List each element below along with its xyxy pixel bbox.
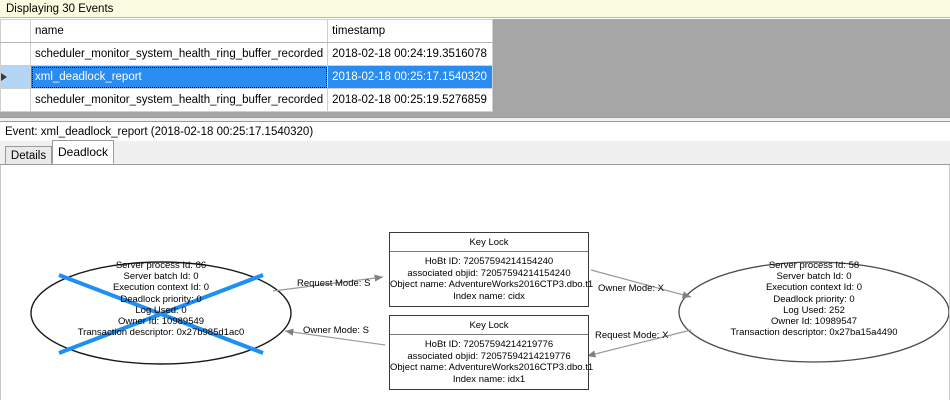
table-row-selected[interactable]: xml_deadlock_report 2018-02-18 00:25:17.… (0, 65, 494, 89)
status-banner: Displaying 30 Events (0, 0, 950, 18)
row-selector-cell[interactable] (0, 65, 31, 89)
cell-timestamp[interactable]: 2018-02-18 00:24:19.3516078 (327, 42, 494, 66)
edge-request-x-line[interactable] (586, 329, 692, 358)
row-selector-cell[interactable] (0, 42, 31, 66)
cell-name[interactable]: xml_deadlock_report (29, 65, 329, 89)
edge-owner-s-label: Owner Mode: S (303, 325, 369, 336)
event-detail-header-label: Event: xml_deadlock_report (2018-02-18 0… (5, 125, 314, 138)
resource-bottom-line-0: HoBt ID: 72057594214219776 (424, 339, 554, 350)
edge-request-s-label: Request Mode: S (297, 278, 371, 289)
cell-timestamp[interactable]: 2018-02-18 00:25:17.1540320 (327, 65, 494, 89)
resource-bottom-line-1: associated objid: 72057594214219776 (407, 350, 571, 362)
cell-timestamp[interactable]: 2018-02-18 00:25:19.5276859 (327, 88, 494, 112)
cell-name[interactable]: scheduler_monitor_system_health_ring_buf… (29, 88, 329, 112)
tab-deadlock-label: Deadlock (57, 145, 109, 159)
process-node-right-oval[interactable] (678, 261, 949, 363)
row-selector-arrow-icon (1, 72, 7, 81)
table-row[interactable]: scheduler_monitor_system_health_ring_buf… (0, 88, 494, 112)
resource-top-line-2: Object name: AdventureWorks2016CTP3.dbo.… (390, 279, 594, 290)
resource-top-title: Key Lock (390, 233, 588, 252)
resource-bottom-line-2: Object name: AdventureWorks2016CTP3.dbo.… (390, 362, 594, 373)
resource-top-details: HoBt ID: 72057594214154240 associated ob… (390, 252, 594, 302)
row-selector-cell[interactable] (0, 88, 31, 112)
resource-node-bottom[interactable]: Key Lock HoBt ID: 72057594214219776 asso… (389, 315, 594, 390)
column-header-name[interactable]: name (29, 19, 329, 43)
resource-top-line-0: HoBt ID: 72057594214154240 (424, 256, 554, 267)
horizontal-splitter[interactable] (0, 117, 950, 122)
tab-details-label: Details (10, 149, 47, 162)
resource-top-line-3: Index name: cidx (453, 290, 525, 302)
event-detail-header: Event: xml_deadlock_report (2018-02-18 0… (0, 122, 950, 141)
status-banner-label: Displaying 30 Events (6, 2, 114, 15)
events-grid[interactable]: name timestamp scheduler_monitor_system_… (0, 19, 494, 112)
victim-cross-line-2 (58, 273, 264, 355)
tab-strip: Details Deadlock (0, 140, 950, 165)
events-grid-container[interactable]: name timestamp scheduler_monitor_system_… (0, 19, 950, 117)
tab-details[interactable]: Details (5, 146, 52, 164)
deadlock-graph-canvas[interactable]: Server process Id: 86 Server batch Id: 0… (0, 165, 950, 400)
resource-bottom-line-3: Index name: idx1 (452, 373, 526, 385)
events-grid-header-row: name timestamp (0, 19, 494, 43)
cell-name[interactable]: scheduler_monitor_system_health_ring_buf… (29, 42, 329, 66)
resource-top-line-1: associated objid: 72057594214154240 (407, 267, 571, 279)
resource-bottom-title: Key Lock (390, 316, 588, 335)
resource-bottom-details: HoBt ID: 72057594214219776 associated ob… (390, 335, 594, 385)
tab-deadlock[interactable]: Deadlock (52, 140, 114, 164)
edge-owner-s-line[interactable] (284, 328, 386, 346)
resource-node-top[interactable]: Key Lock HoBt ID: 72057594214154240 asso… (389, 232, 594, 307)
row-selector-header (0, 19, 31, 43)
edge-request-x-label: Request Mode: X (595, 330, 669, 341)
edge-owner-x-line[interactable] (590, 269, 692, 299)
edge-request-s-line[interactable] (272, 274, 384, 292)
table-row[interactable]: scheduler_monitor_system_health_ring_buf… (0, 42, 494, 66)
edge-owner-x-label: Owner Mode: X (598, 283, 664, 294)
deadlock-graph-svg (30, 261, 949, 365)
column-header-timestamp[interactable]: timestamp (327, 19, 494, 43)
